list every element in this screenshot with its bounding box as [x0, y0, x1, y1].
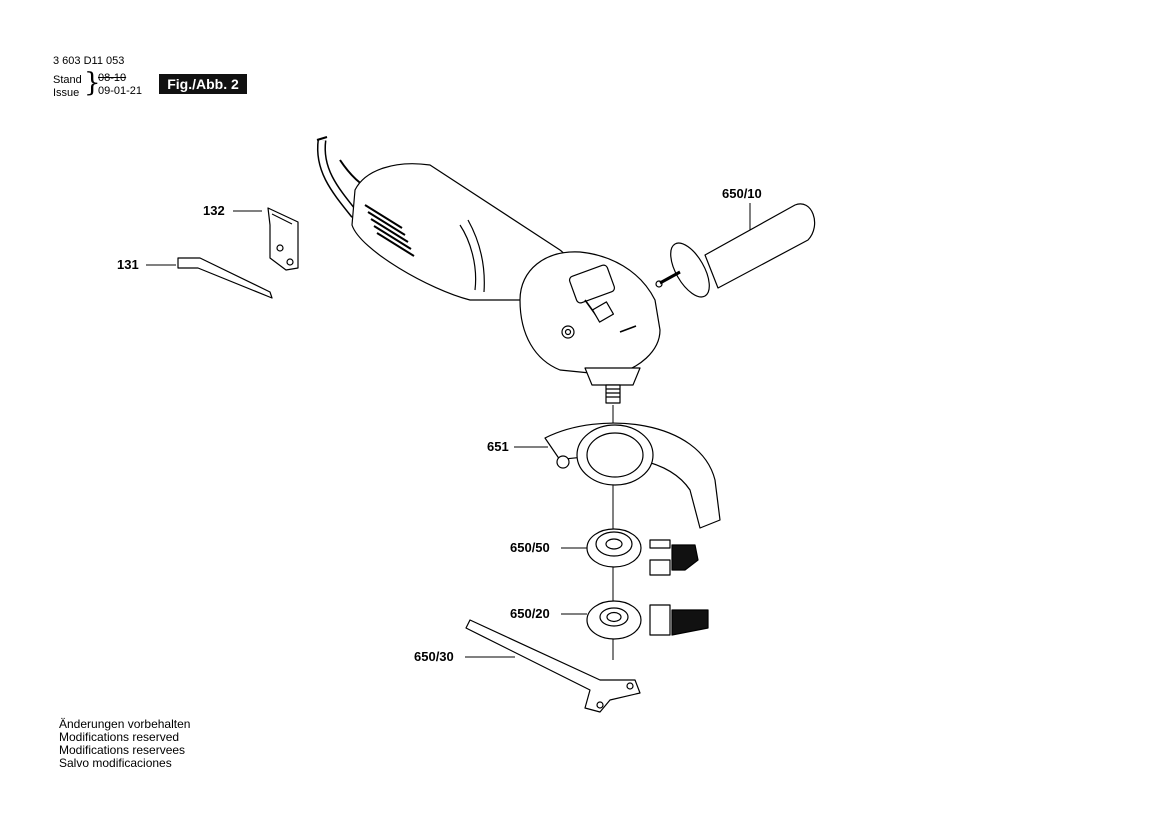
two-pin-spanner: [465, 619, 641, 713]
brace-symbol: }: [84, 68, 101, 98]
figure-badge: Fig./Abb. 2: [159, 74, 247, 94]
part-label-131: 131: [117, 257, 139, 272]
flange-profile-detail-top: [649, 539, 699, 576]
notice-de: Änderungen vorbehalten: [59, 717, 191, 731]
hex-key: [177, 257, 273, 299]
part-label-650-20: 650/20: [510, 606, 550, 621]
auxiliary-handle: [659, 203, 816, 298]
stand-date: 08-10: [98, 72, 127, 84]
issue-label: Issue: [53, 87, 80, 99]
part-label-650-30: 650/30: [414, 649, 454, 664]
power-cord: [316, 136, 373, 218]
leader-lines: [146, 203, 751, 658]
part-label-651: 651: [487, 439, 509, 454]
gear-head: [519, 251, 663, 376]
clamping-flange: [586, 528, 642, 568]
lock-nut: [586, 600, 642, 640]
part-label-650-10: 650/10: [722, 186, 762, 201]
part-label-650-50: 650/50: [510, 540, 550, 555]
part-label-132: 132: [203, 203, 225, 218]
vent-slots: [364, 204, 415, 257]
spindle: [584, 367, 641, 404]
grinder-motor-housing: [351, 163, 567, 301]
clip-part: [267, 207, 299, 271]
flange-profile-detail-bottom: [649, 604, 709, 636]
issue-date: 09-01-21: [98, 85, 143, 97]
notice-fr: Modifications reservees: [59, 743, 186, 757]
protective-guard: [544, 422, 721, 529]
document-number: 3 603 D11 053: [53, 55, 125, 67]
notice-en: Modifications reserved: [59, 730, 180, 744]
stand-label: Stand: [53, 74, 82, 86]
notice-es: Salvo modificaciones: [59, 756, 172, 770]
